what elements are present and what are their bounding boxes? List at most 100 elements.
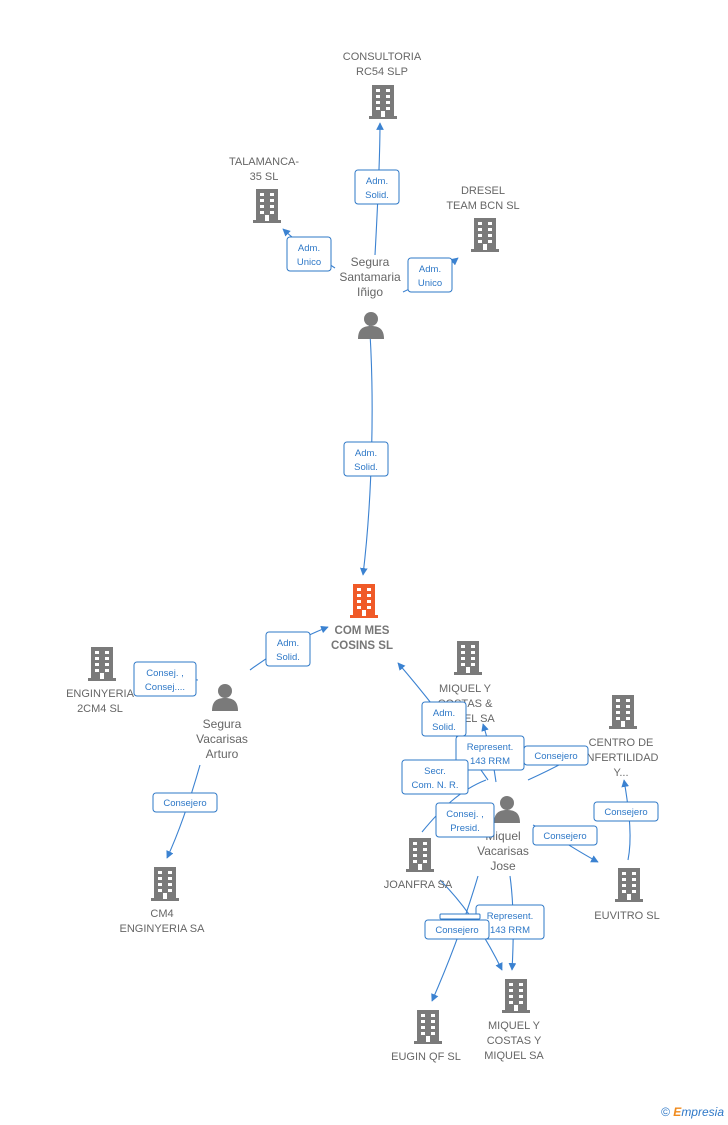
node-label-line: CM4 bbox=[150, 908, 173, 920]
node-label-line: Vacarisas bbox=[196, 732, 248, 746]
brand-footer: © Empresia bbox=[661, 1105, 724, 1119]
role-label-line: Consejero bbox=[435, 925, 478, 936]
node-label-line: ENGINYERIA SA bbox=[120, 923, 206, 935]
node-commes[interactable]: COM MES COSINS SL bbox=[331, 584, 393, 652]
role-label-line: Solid. bbox=[354, 462, 378, 473]
building-icon bbox=[406, 838, 434, 872]
role-label[interactable]: Represent. 143 RRM bbox=[475, 904, 545, 940]
node-label-line: Iñigo bbox=[357, 285, 383, 299]
role-label-line: Solid. bbox=[365, 190, 389, 201]
brand-logo-letter: E bbox=[673, 1105, 682, 1119]
role-label[interactable]: Consej. , Consej.... bbox=[133, 661, 197, 697]
role-label-line: Represent. bbox=[487, 911, 533, 922]
role-label[interactable]: Consejero bbox=[424, 913, 490, 940]
building-icon bbox=[253, 189, 281, 223]
role-label[interactable]: Adm. Solid. bbox=[343, 441, 389, 477]
node-label-line: 2CM4 SL bbox=[77, 703, 123, 715]
building-icon bbox=[609, 695, 637, 729]
building-icon bbox=[454, 641, 482, 675]
node-label-line: MIQUEL Y bbox=[488, 1020, 541, 1032]
role-label-line: Adm. bbox=[355, 448, 377, 459]
node-label-line: 35 SL bbox=[250, 171, 279, 183]
node-label-line: CENTRO DE bbox=[589, 737, 654, 749]
node-dresel[interactable]: DRESEL TEAM BCN SL bbox=[446, 185, 520, 252]
node-label-line: Vacarisas bbox=[477, 844, 529, 858]
role-label-line: Com. N. R. bbox=[412, 780, 459, 791]
node-label-line: COM MES bbox=[335, 625, 390, 637]
role-label-line: Consej. , bbox=[146, 668, 184, 679]
node-joanfra[interactable]: JOANFRA SA bbox=[384, 838, 453, 891]
node-label-line: MIQUEL Y bbox=[439, 683, 492, 695]
node-eugin[interactable]: EUGIN QF SL bbox=[391, 1010, 461, 1063]
node-label-line: TEAM BCN SL bbox=[446, 200, 519, 212]
node-label-line: CONSULTORIA bbox=[343, 51, 422, 63]
role-label[interactable]: Consej. , Presid. bbox=[435, 802, 495, 838]
edge-arturo-cm4 bbox=[166, 764, 201, 859]
person-icon bbox=[494, 796, 520, 823]
role-label-line: Consejero bbox=[534, 751, 577, 762]
node-segura-arturo[interactable]: Segura Vacarisas Arturo bbox=[196, 684, 248, 761]
node-label-line: TALAMANCA- bbox=[229, 156, 299, 168]
building-icon bbox=[471, 218, 499, 252]
copyright-icon: © bbox=[661, 1105, 670, 1119]
edge-jose-joanfra bbox=[421, 779, 487, 833]
edge-euvitro-centro bbox=[621, 779, 631, 861]
role-label-line: Presid. bbox=[450, 823, 480, 834]
role-label-line: Adm. bbox=[366, 176, 388, 187]
node-label-line: Jose bbox=[490, 859, 516, 873]
role-label[interactable]: Adm. Unico bbox=[286, 236, 332, 272]
node-segura-inigo[interactable]: Segura Santamaria Iñigo bbox=[339, 255, 401, 339]
role-label[interactable]: Adm. Solid. bbox=[354, 169, 400, 205]
node-cm4[interactable]: CM4 ENGINYERIA SA bbox=[120, 867, 206, 935]
role-label-line: Consej.... bbox=[145, 682, 185, 693]
person-icon bbox=[358, 312, 384, 339]
node-label-line: JOANFRA SA bbox=[384, 879, 453, 891]
building-icon bbox=[151, 867, 179, 901]
node-centro[interactable]: CENTRO DE INFERTILIDAD Y... bbox=[584, 695, 659, 779]
role-label[interactable]: Adm. Solid. bbox=[421, 701, 467, 737]
role-label-line: 143 RRM bbox=[490, 925, 530, 936]
role-label-line: Adm. bbox=[277, 638, 299, 649]
role-label-line: Consejero bbox=[543, 831, 586, 842]
role-label[interactable]: Secr. Com. N. R. bbox=[401, 759, 469, 795]
node-label-line: EUVITRO SL bbox=[594, 910, 659, 922]
node-label-line: Arturo bbox=[206, 747, 239, 761]
role-label-line: Adm. bbox=[298, 243, 320, 254]
node-label-line: Y... bbox=[613, 767, 628, 779]
building-icon bbox=[369, 85, 397, 119]
role-label-line: Consejero bbox=[604, 807, 647, 818]
role-label-line: Adm. bbox=[419, 264, 441, 275]
role-label-line: Unico bbox=[418, 278, 442, 289]
node-enginyeria2cm4[interactable]: ENGINYERIA 2CM4 SL bbox=[66, 647, 135, 715]
role-label[interactable]: Adm. Unico bbox=[407, 257, 453, 293]
role-label-line: Solid. bbox=[276, 652, 300, 663]
node-label-line: COSTAS Y bbox=[487, 1035, 542, 1047]
node-label-line: INFERTILIDAD bbox=[584, 752, 659, 764]
role-label[interactable]: Consejero bbox=[532, 825, 598, 846]
node-talamanca[interactable]: TALAMANCA- 35 SL bbox=[229, 156, 299, 223]
building-icon bbox=[502, 979, 530, 1013]
node-euvitro[interactable]: EUVITRO SL bbox=[594, 868, 660, 922]
role-label-line: Consejero bbox=[163, 798, 206, 809]
role-label[interactable]: Consejero bbox=[152, 792, 218, 813]
node-label-line: DRESEL bbox=[461, 185, 505, 197]
person-icon bbox=[212, 684, 238, 711]
node-label-line: EUGIN QF SL bbox=[391, 1051, 461, 1063]
role-label-line: Represent. bbox=[467, 742, 513, 753]
role-label-line: Adm. bbox=[433, 708, 455, 719]
building-icon-main bbox=[350, 584, 378, 618]
node-label-line: ENGINYERIA bbox=[66, 688, 135, 700]
role-label[interactable]: Adm. Solid. bbox=[265, 631, 311, 667]
node-consultoria[interactable]: CONSULTORIA RC54 SLP bbox=[343, 51, 422, 119]
node-label-line: Segura bbox=[351, 255, 390, 269]
building-icon bbox=[414, 1010, 442, 1044]
node-label-line: Segura bbox=[203, 717, 242, 731]
edge-jose-eugin bbox=[431, 875, 479, 1002]
role-label-line: Consej. , bbox=[446, 809, 484, 820]
role-label[interactable]: Consejero bbox=[523, 745, 589, 766]
node-miquel-bottom[interactable]: MIQUEL Y COSTAS Y MIQUEL SA bbox=[484, 979, 544, 1062]
building-icon bbox=[615, 868, 643, 902]
role-label-line: Solid. bbox=[432, 722, 456, 733]
role-label[interactable]: Consejero bbox=[593, 801, 659, 822]
